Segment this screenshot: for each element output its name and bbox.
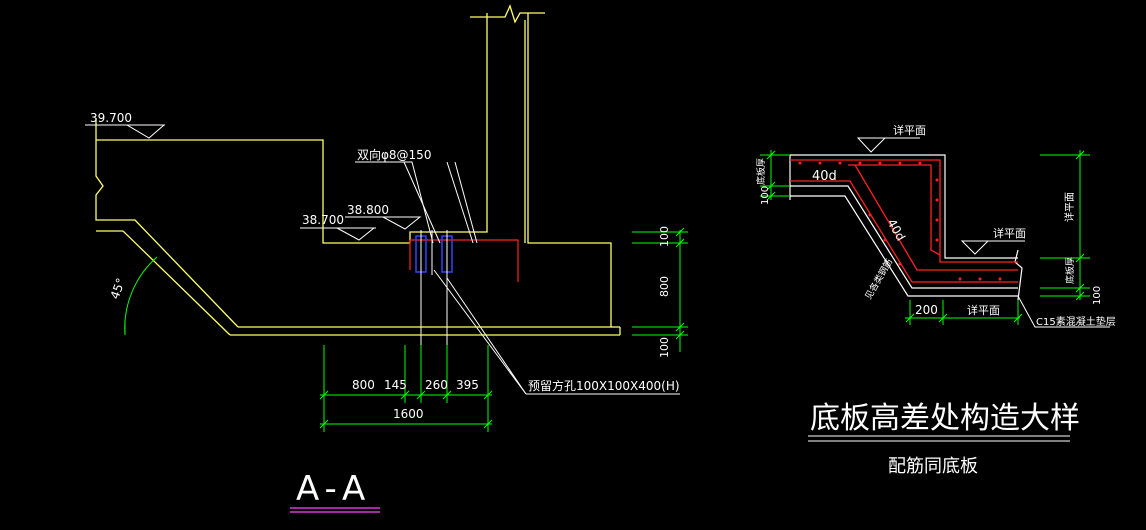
detail-dim-bottom — [905, 300, 1023, 325]
angle-label: 45° — [108, 276, 128, 301]
anchor-bolts — [420, 230, 448, 345]
level-top: 39.700 — [90, 111, 132, 125]
section-title: A-A — [296, 469, 371, 509]
detail-dim-left — [760, 150, 790, 201]
rebar-note-leaders — [355, 161, 478, 244]
detail-label-bottom: 详平面 — [967, 303, 1000, 317]
vertical-dimension — [632, 227, 688, 352]
detail-rebar — [790, 159, 1018, 283]
angle-dimension — [124, 256, 158, 336]
rebar-note: 双向φ8@150 — [357, 147, 431, 162]
hole-note: 预留方孔100X100X400(H) — [528, 378, 680, 393]
detail-label-right-vertical: 详平面 — [1063, 192, 1076, 222]
level-mark-top — [85, 124, 166, 139]
wall-break — [470, 4, 545, 24]
detail-break-right — [1014, 249, 1023, 301]
level-step-a: 38.700 — [302, 213, 344, 227]
level-mark-step-a — [300, 227, 376, 241]
horizontal-dimension — [319, 345, 493, 432]
detail-anchor-len: 40d — [812, 169, 837, 184]
detail-label-slab-right: 底板厚 — [1064, 257, 1076, 284]
detail-dim-left-100: 100 — [760, 186, 771, 205]
hdim-800: 800 — [352, 378, 375, 392]
wall-outline — [409, 13, 488, 243]
level-mark-step-b — [345, 216, 422, 230]
detail-dim-bottom-200: 200 — [915, 303, 938, 317]
upper-slab-outline — [95, 118, 239, 328]
rebar-lines — [409, 239, 519, 282]
sloped-bottom-inner — [122, 230, 231, 336]
level-step-b: 38.800 — [347, 203, 389, 217]
detail-title: 底板高差处构造大样 — [810, 401, 1080, 436]
detail-dim-right-100: 100 — [1092, 286, 1103, 305]
detail-anchor-len-diag: 40d — [884, 217, 908, 244]
detail-dim-right — [1040, 150, 1090, 301]
vdim-100-bottom: 100 — [658, 337, 671, 358]
base-slab-outline — [238, 13, 612, 328]
hdim-1600: 1600 — [393, 407, 424, 421]
section-aa: 双向φ8@150 39.700 38.700 38.800 45° — [85, 4, 688, 513]
detail-label-rebar-diag: 见各类钢筋 — [862, 257, 895, 302]
hdim-145: 145 — [384, 378, 407, 392]
hdim-260: 260 — [425, 378, 448, 392]
detail-rebar-dots — [798, 161, 1002, 281]
upper-slab-inner — [96, 139, 410, 244]
vdim-100-top: 100 — [658, 226, 671, 247]
detail-c15-leader — [1017, 295, 1110, 328]
detail-concrete-outline — [789, 154, 1023, 301]
step-detail: 详平面 详平面 40d 40d 底板厚 100 — [755, 123, 1116, 477]
vdim-800: 800 — [658, 276, 671, 297]
concrete-outline — [95, 4, 621, 336]
detail-label-slab-left: 底板厚 — [755, 158, 767, 185]
detail-label-mid: 详平面 — [993, 226, 1026, 240]
detail-label-c15: C15素混凝土垫层 — [1036, 315, 1116, 328]
detail-level-top — [856, 137, 920, 153]
detail-level-mid — [960, 240, 1025, 255]
hole-note-leader — [433, 269, 680, 395]
detail-label-top: 详平面 — [893, 123, 926, 137]
hdim-395: 395 — [456, 378, 479, 392]
detail-subtitle: 配筋同底板 — [888, 456, 978, 477]
